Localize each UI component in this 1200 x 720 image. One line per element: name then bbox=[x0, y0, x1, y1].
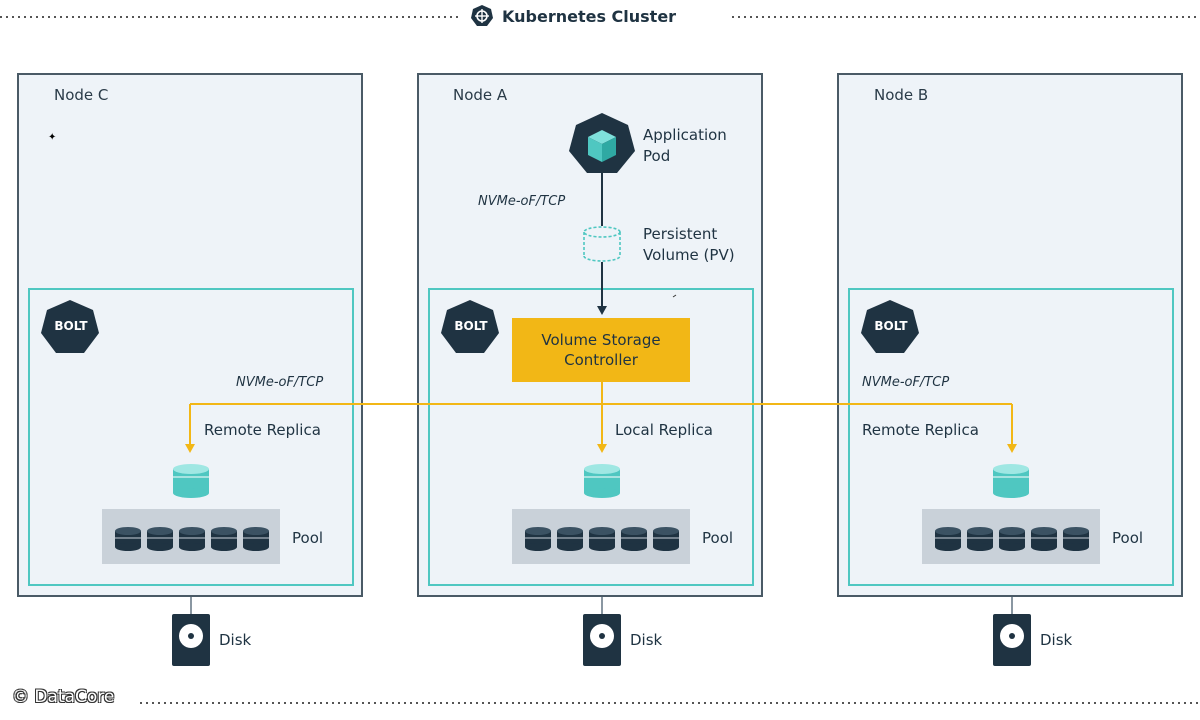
node-b-disk-icon bbox=[993, 614, 1031, 666]
node-b-label: Node B bbox=[874, 86, 929, 104]
cluster-title-text: Kubernetes Cluster bbox=[502, 6, 677, 26]
node-a-bolt-badge bbox=[441, 300, 499, 353]
node-c-replica-icon bbox=[173, 464, 209, 498]
node-c-disk-label: Disk bbox=[219, 631, 252, 649]
node-c-replica-arrow bbox=[185, 444, 195, 453]
node-b-replica-label: Remote Replica bbox=[862, 421, 979, 439]
node-a-pool-label: Pool bbox=[702, 529, 734, 547]
node-a-disk-label: Disk bbox=[630, 631, 663, 649]
cluster-title: Kubernetes Cluster bbox=[470, 4, 730, 28]
node-c-protocol-label: NVMe-oF/TCP bbox=[236, 375, 324, 390]
node-a-disk-icon bbox=[583, 614, 621, 666]
node-b-replica-icon bbox=[993, 464, 1029, 498]
node-c-pool-label: Pool bbox=[292, 529, 324, 547]
node-b-pool-disk-icon bbox=[935, 527, 961, 551]
node-b-disk-label: Disk bbox=[1040, 631, 1073, 649]
persistent-volume-label: Persistent Volume (PV) bbox=[643, 224, 735, 266]
pv-to-controller-arrow bbox=[597, 306, 607, 315]
stray-mark bbox=[672, 294, 677, 298]
node-a-replica-icon bbox=[584, 464, 620, 498]
sparkle-icon: ✦ bbox=[48, 132, 57, 143]
controller-line1: Volume Storage bbox=[541, 331, 661, 349]
node-c-storage-area bbox=[28, 288, 354, 586]
node-b-bolt-badge bbox=[861, 300, 919, 353]
local-replica-arrow bbox=[597, 444, 607, 453]
node-c-bolt-badge bbox=[41, 300, 99, 353]
persistent-volume-icon bbox=[583, 226, 621, 262]
node-a-storage-area bbox=[428, 288, 754, 586]
node-c-bolt-text: BOLT bbox=[54, 319, 88, 333]
copyright-watermark: © DataCore bbox=[12, 687, 115, 707]
node-c-pool-disk-icon bbox=[211, 527, 237, 551]
kubernetes-icon bbox=[471, 5, 493, 26]
application-pod-label: Application Pod bbox=[643, 125, 727, 167]
node-c-disk-icon bbox=[172, 614, 210, 666]
node-a-label: Node A bbox=[453, 86, 508, 104]
node-b-pool-disk-icon bbox=[1031, 527, 1057, 551]
node-a-bolt-text: BOLT bbox=[454, 319, 488, 333]
node-b-pool-label: Pool bbox=[1112, 529, 1144, 547]
node-a-pool-disk-icon bbox=[525, 527, 551, 551]
node-b-storage-area bbox=[848, 288, 1174, 586]
node-b-replica-arrow bbox=[1007, 444, 1017, 453]
application-pod-line1: Application bbox=[643, 126, 727, 144]
pv-line2: Volume (PV) bbox=[643, 246, 735, 264]
node-b-bolt-text: BOLT bbox=[874, 319, 908, 333]
pv-line1: Persistent bbox=[643, 225, 718, 243]
node-c-replica-label: Remote Replica bbox=[204, 421, 321, 439]
node-c-pool-disk-icon bbox=[115, 527, 141, 551]
node-b-pool-disk-icon bbox=[967, 527, 993, 551]
node-a-pool-disk-icon bbox=[589, 527, 615, 551]
node-a-pool-disk-icon bbox=[557, 527, 583, 551]
application-pod-line2: Pod bbox=[643, 147, 671, 165]
volume-storage-controller: Volume Storage Controller bbox=[512, 318, 690, 382]
node-a-pool-disk-icon bbox=[653, 527, 679, 551]
node-c-pool-disk-icon bbox=[147, 527, 173, 551]
node-c-pool-disk-icon bbox=[179, 527, 205, 551]
top-protocol-label: NVMe-oF/TCP bbox=[478, 194, 566, 209]
node-c-pool-disk-icon bbox=[243, 527, 269, 551]
node-b-pool-disk-icon bbox=[1063, 527, 1089, 551]
node-b-protocol-label: NVMe-oF/TCP bbox=[862, 375, 950, 390]
node-a-pool-disk-icon bbox=[621, 527, 647, 551]
node-a-replica-label: Local Replica bbox=[615, 421, 713, 439]
controller-line2: Controller bbox=[564, 351, 638, 369]
cube-icon bbox=[588, 130, 616, 162]
node-b-pool-disk-icon bbox=[999, 527, 1025, 551]
node-c-label: Node C bbox=[54, 86, 109, 104]
